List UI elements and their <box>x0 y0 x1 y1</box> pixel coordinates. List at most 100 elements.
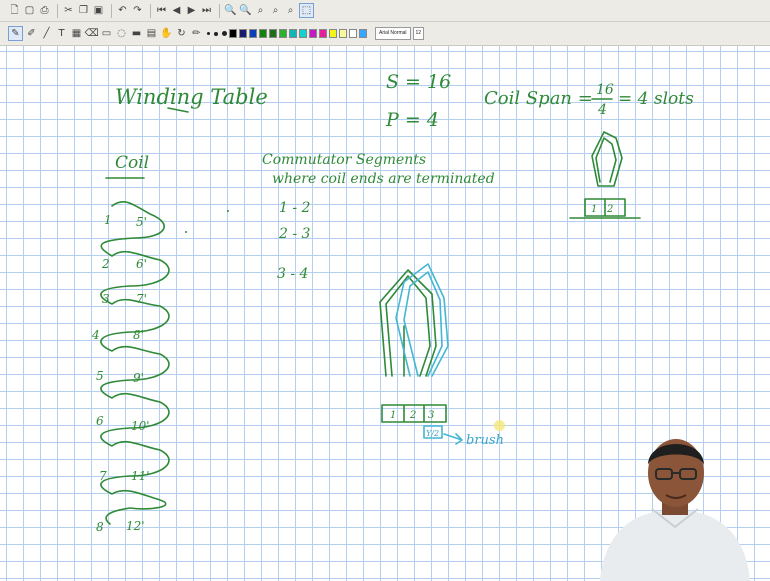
next-page-icon[interactable]: ▶ <box>185 4 198 17</box>
big-slot-3: 3 <box>428 410 434 421</box>
color-swatch[interactable] <box>279 29 287 38</box>
title-text: Winding Table <box>115 85 268 109</box>
segment-1: 1 - 2 <box>279 200 311 216</box>
stray-mark <box>227 210 229 212</box>
highlighter-tool-icon[interactable]: ✐ <box>25 27 38 40</box>
image-tool-icon[interactable]: ▦ <box>70 27 83 40</box>
text-tool-icon[interactable]: T <box>55 27 68 40</box>
green-coil-sketch <box>380 270 436 376</box>
color-swatch[interactable] <box>299 29 307 38</box>
grid-tool-icon[interactable]: ▤ <box>145 27 158 40</box>
toolbar-separator <box>150 4 151 18</box>
color-swatch[interactable] <box>359 29 367 38</box>
coil-left-1: 1 <box>104 213 112 227</box>
toolbar-separator <box>111 4 112 18</box>
coil-right-10: 10' <box>131 419 150 433</box>
print-icon[interactable]: ⎙ <box>38 4 51 17</box>
ruler-tool-icon[interactable]: ▬ <box>130 27 143 40</box>
color-swatch[interactable] <box>269 29 277 38</box>
color-swatch[interactable] <box>239 29 247 38</box>
color-swatch[interactable] <box>249 29 257 38</box>
pen-width-option-3[interactable] <box>222 31 227 36</box>
coil-right-7: 7' <box>136 292 147 306</box>
coil-right-5: 5' <box>136 215 147 229</box>
segment-3: 3 - 4 <box>277 266 308 282</box>
commutator-subheading: where coil ends are terminated <box>272 171 495 187</box>
color-swatch[interactable] <box>229 29 237 38</box>
refresh-icon[interactable]: ↻ <box>175 27 188 40</box>
coil-span-result: = 4 slots <box>618 89 694 109</box>
pen-tool-icon[interactable]: ✎ <box>8 26 23 41</box>
big-slot-2: 2 <box>409 410 416 421</box>
line-tool-icon[interactable]: ╱ <box>40 27 53 40</box>
commutator-heading: Commutator Segments <box>262 152 426 168</box>
coil-left-4: 4 <box>91 328 100 342</box>
pen-width-option-1[interactable] <box>207 32 210 35</box>
shape-tool-icon[interactable]: ▭ <box>100 27 113 40</box>
coil-left-7: 7 <box>99 469 107 483</box>
coil-left-2: 2 <box>101 257 110 271</box>
big-slot-1: 1 <box>390 410 396 421</box>
small-commutator-sketch <box>570 199 640 218</box>
pen-toolbar: ✎✐╱T▦⌫▭◌▬▤✋↻✏ Arial Normal12 <box>0 22 770 46</box>
open-icon[interactable]: ▢ <box>23 4 36 17</box>
font-size-select[interactable]: 12 <box>413 27 425 40</box>
coil-span-denominator: 4 <box>597 102 607 118</box>
font-name-select[interactable]: Arial Normal <box>375 27 411 40</box>
color-swatch[interactable] <box>309 29 317 38</box>
select-tool-icon[interactable]: ⬚ <box>299 3 314 18</box>
small-slot-1: 1 <box>591 204 597 215</box>
small-slot-2: 2 <box>606 204 613 215</box>
pen-width-option-2[interactable] <box>214 32 218 36</box>
prev-page-icon[interactable]: ◀ <box>170 4 183 17</box>
zoom-width-icon[interactable]: ⌕ <box>269 4 282 17</box>
brush-box-label: Y/2 <box>426 429 439 438</box>
last-page-icon[interactable]: ⏭ <box>200 4 213 17</box>
presenter-video <box>590 415 760 581</box>
coil-right-6: 6' <box>136 257 147 271</box>
cut-icon[interactable]: ✂ <box>62 4 75 17</box>
eraser-tool-icon[interactable]: ⌫ <box>85 27 98 40</box>
coil-right-8: 8' <box>133 328 144 342</box>
zoom-out-icon[interactable]: 🔍 <box>239 4 252 17</box>
color-swatch[interactable] <box>259 29 267 38</box>
coil-left-5: 5 <box>96 369 104 383</box>
coil-left-3: 3 <box>102 292 110 306</box>
color-swatch[interactable] <box>339 29 347 38</box>
zoom-in-icon[interactable]: 🔍 <box>224 4 237 17</box>
coil-span-label: Coil Span = <box>484 88 593 109</box>
color-swatch[interactable] <box>289 29 297 38</box>
color-swatch[interactable] <box>329 29 337 38</box>
stray-mark <box>185 231 187 233</box>
color-swatch[interactable] <box>349 29 357 38</box>
coil-right-11: 11' <box>131 469 150 483</box>
pencil-icon[interactable]: ✏ <box>190 27 203 40</box>
copy-icon[interactable]: ❐ <box>77 4 90 17</box>
coil-heading: Coil <box>115 153 149 173</box>
coil-right-9: 9' <box>133 371 144 385</box>
color-swatch[interactable] <box>319 29 327 38</box>
coil-span-numerator: 16 <box>596 82 614 98</box>
coil-left-8: 8 <box>96 520 104 534</box>
segment-2: 2 - 3 <box>278 226 311 242</box>
small-coil-sketch <box>592 132 622 186</box>
zoom-fit-icon[interactable]: ⌕ <box>254 4 267 17</box>
coil-right-12: 12' <box>126 519 145 533</box>
hand-tool-icon[interactable]: ✋ <box>160 27 173 40</box>
redo-icon[interactable]: ↷ <box>131 4 144 17</box>
lasso-tool-icon[interactable]: ◌ <box>115 27 128 40</box>
p-equation: P = 4 <box>385 109 439 131</box>
top-toolbar: 🗋▢⎙✂❐▣↶↷⏮◀▶⏭🔍🔍⌕⌕⌕⬚ <box>0 0 770 22</box>
first-page-icon[interactable]: ⏮ <box>155 4 168 17</box>
toolbar-separator <box>57 4 58 18</box>
brush-label: brush <box>466 433 504 448</box>
undo-icon[interactable]: ↶ <box>116 4 129 17</box>
new-page-icon[interactable]: 🗋 <box>8 4 21 17</box>
paste-icon[interactable]: ▣ <box>92 4 105 17</box>
coil-left-6: 6 <box>96 414 104 428</box>
brush-arrow <box>444 434 462 444</box>
pen-pointer-icon <box>494 420 505 431</box>
toolbar-separator <box>219 4 220 18</box>
s-equation: S = 16 <box>386 71 451 93</box>
zoom-custom-icon[interactable]: ⌕ <box>284 4 297 17</box>
